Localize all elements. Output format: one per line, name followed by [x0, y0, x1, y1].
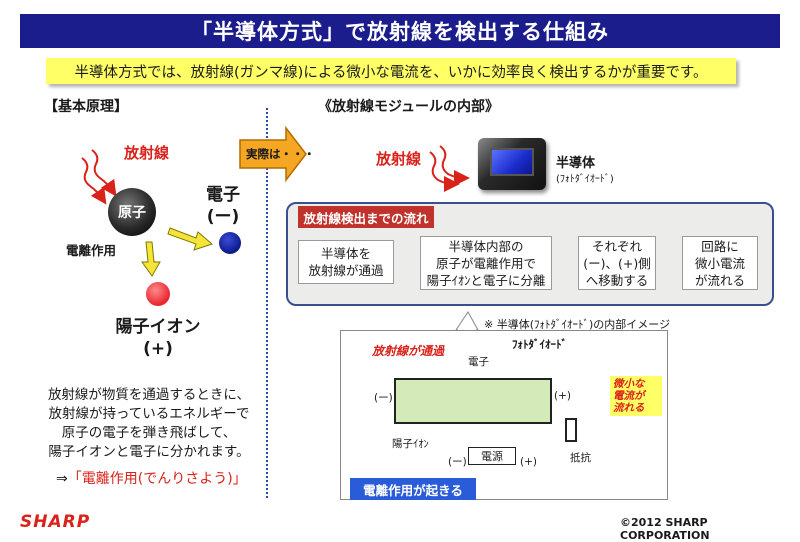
- ion-charge-text: (+): [143, 339, 173, 359]
- radiation-label-left: 放射線: [124, 144, 170, 162]
- description-line: 放射線が持っているエネルギーで: [48, 406, 250, 422]
- semiconductor-label: 半導体: [556, 156, 596, 171]
- electron-charge-text: (ー): [206, 207, 240, 227]
- semiconductor-sub-label: (ﾌｫﾄﾀﾞｲｵｰﾄﾞ): [556, 174, 614, 185]
- conclusion-arrow: ⇒: [56, 471, 68, 487]
- sharp-logo: SHARP: [20, 512, 91, 532]
- step-line: 半導体を: [320, 246, 371, 261]
- step-line: それぞれ: [591, 238, 642, 254]
- electron-label: 電子 (ー): [196, 184, 250, 228]
- ion-label-text: 陽子イオン: [115, 317, 201, 337]
- chip-window: [490, 148, 534, 176]
- summary-banner: 半導体方式では、放射線(ガンマ線)による微小な電流を、いかに効率良く検出するかが…: [46, 58, 736, 84]
- basic-principle-heading: 【基本原理】: [44, 99, 128, 115]
- electron-label-text: 電子: [206, 185, 240, 205]
- ion-arrow-icon: [141, 241, 161, 277]
- flow-step-4: 回路に微小電流が流れる: [682, 236, 758, 290]
- step-line: 原子が電離作用で: [435, 255, 536, 271]
- battery-plus-label: (+): [520, 456, 537, 468]
- current-line: 流れる: [613, 402, 645, 414]
- electron-arrow-icon: [167, 227, 213, 251]
- radiation-wave-icon: [429, 151, 460, 192]
- atom-circle: 原子: [108, 188, 156, 236]
- module-inside-heading: 《放射線モジュールの内部》: [318, 99, 500, 115]
- electron-circle: [219, 232, 241, 254]
- plus-terminal-label: (+): [554, 390, 571, 402]
- diagram-electron-label: 電子: [468, 356, 489, 368]
- resistor-label: 抵抗: [570, 452, 591, 464]
- flow-step-3: それぞれ(ー)、(+)側へ移動する: [578, 236, 656, 290]
- step-line: 回路に: [701, 238, 739, 254]
- copyright-text: ©2012 SHARP CORPORATION: [620, 516, 710, 542]
- semiconductor-body: [394, 378, 552, 424]
- diagram-ion-label: 陽子ｲｵﾝ: [392, 438, 429, 450]
- current-line: 電流が: [613, 390, 645, 402]
- page-title: 「半導体方式」で放射線を検出する仕組み: [20, 14, 780, 48]
- step-line: が流れる: [694, 272, 745, 288]
- flow-step-2: 半導体内部の原子が電離作用で陽子ｲｵﾝと電子に分離: [420, 236, 552, 290]
- minus-terminal-label: (ー): [374, 392, 393, 404]
- step-line: 微小電流: [694, 255, 745, 271]
- micro-current-label: 微小な 電流が 流れる: [610, 376, 662, 416]
- description-line: 原子の電子を弾き飛ばして、: [61, 425, 237, 441]
- radiation-wave-icon: [91, 149, 117, 197]
- principle-description: 放射線が物質を通過するときに、 放射線が持っているエネルギーで 原子の電子を弾き…: [34, 386, 264, 462]
- actually-arrow-icon: [239, 125, 307, 183]
- photodiode-label: ﾌｫﾄﾀﾞｲｵｰﾄﾞ: [512, 338, 567, 351]
- ionization-label: 電離作用: [66, 243, 117, 258]
- radiation-pass-label: 放射線が通過: [372, 344, 445, 358]
- step-line: へ移動する: [585, 272, 649, 288]
- flow-step-1: 半導体を放射線が通過: [298, 240, 394, 284]
- step-line: 放射線が通過: [308, 263, 384, 278]
- step-line: 陽子ｲｵﾝと電子に分離: [426, 272, 546, 288]
- description-line: 陽子イオンと電子に分かれます。: [48, 444, 250, 460]
- description-line: 放射線が物質を通過するときに、: [47, 387, 251, 403]
- ionization-conclusion: ⇒「電離作用(でんりさよう)」: [56, 468, 247, 488]
- diagram-note: ※ 半導体(ﾌｫﾄﾀﾞｲｵｰﾄﾞ)の内部イメージ: [484, 318, 671, 331]
- step-line: 半導体内部の: [448, 238, 524, 254]
- ionization-occurs-label: 電離作用が起きる: [350, 478, 476, 500]
- radiation-wave-icon: [81, 157, 107, 205]
- radiation-wave-icon: [439, 145, 470, 186]
- detection-flow-title: 放射線検出までの流れ: [298, 206, 434, 228]
- actually-label: 実際は・・・: [246, 147, 315, 161]
- resistor-icon: [565, 418, 577, 442]
- step-line: (ー)、(+)側: [583, 255, 651, 271]
- conclusion-term: 「電離作用(でんりさよう)」: [67, 471, 247, 487]
- radiation-label-right: 放射線: [376, 150, 422, 168]
- power-source: 電源: [468, 447, 516, 465]
- ion-label: 陽子イオン (+): [108, 316, 208, 360]
- current-line: 微小な: [613, 378, 645, 390]
- ion-circle: [146, 282, 170, 306]
- section-divider: [266, 108, 268, 498]
- battery-minus-label: (ー): [448, 456, 467, 468]
